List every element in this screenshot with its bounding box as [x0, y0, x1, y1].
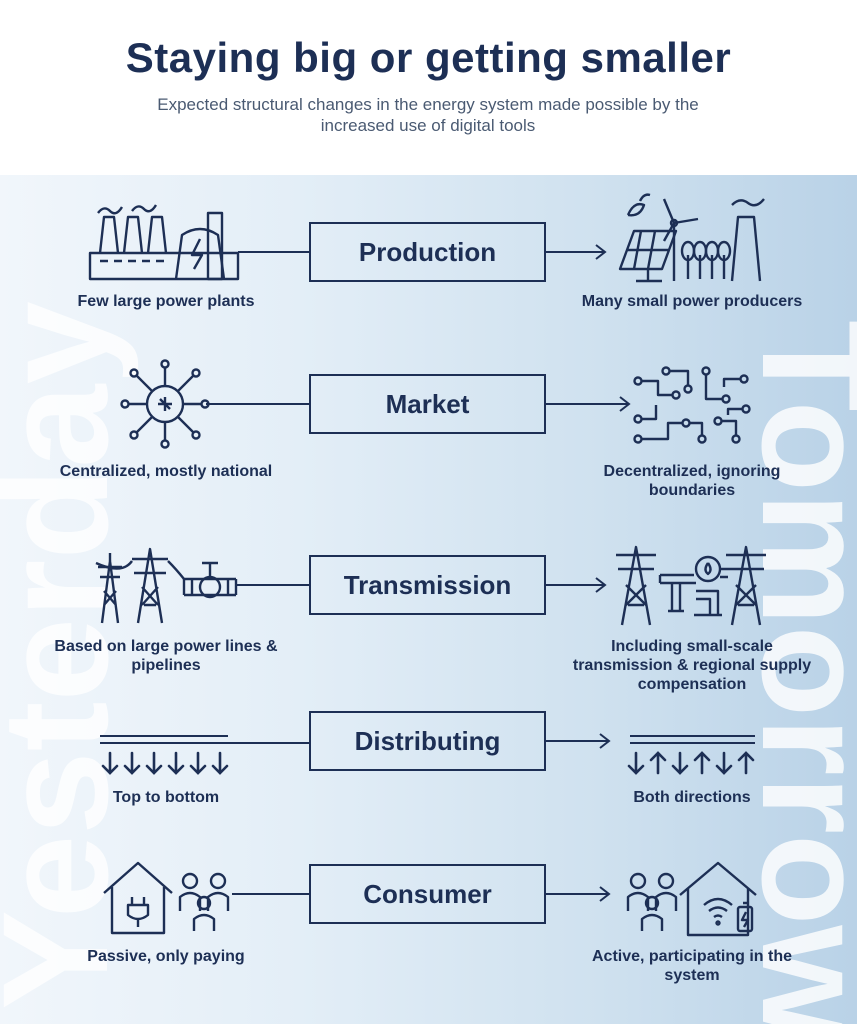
caption-yesterday-production: Few large power plants — [77, 293, 255, 310]
page-subtitle: Expected structural changes in the energ… — [157, 95, 699, 135]
family-smart-house-icon — [626, 861, 757, 937]
page-title: Staying big or getting smaller — [125, 34, 732, 81]
caption-tomorrow-transmission: Including small-scale transmission & reg… — [572, 638, 812, 693]
category-box-market: Market — [309, 374, 546, 434]
pylons-pipeline-icon — [95, 547, 238, 624]
power-plant-icon — [88, 204, 240, 281]
arrows-down-icon — [101, 751, 229, 775]
category-box-transmission: Transmission — [309, 555, 546, 615]
caption-yesterday-distributing: Top to bottom — [112, 789, 220, 806]
caption-tomorrow-market: Decentralized, ignoring boundaries — [603, 463, 781, 499]
category-box-production: Production — [309, 222, 546, 282]
caption-tomorrow-distributing: Both directions — [633, 789, 751, 806]
caption-tomorrow-production: Many small power producers — [581, 293, 803, 310]
pylons-gas-pipes-icon — [616, 545, 766, 626]
distributed-network-icon — [633, 366, 751, 444]
category-box-consumer: Consumer — [309, 864, 546, 924]
comparison-panel: Yesterday Tomorrow — [0, 175, 857, 1024]
caption-tomorrow-consumer: Active, participating in the system — [591, 948, 793, 984]
caption-yesterday-market: Centralized, mostly national — [59, 463, 273, 480]
hub-network-icon — [120, 359, 210, 449]
category-box-distributing: Distributing — [309, 711, 546, 771]
house-plug-family-icon — [103, 861, 230, 935]
caption-yesterday-transmission: Based on large power lines & pipelines — [54, 638, 278, 674]
caption-yesterday-consumer: Passive, only paying — [87, 948, 245, 965]
arrows-both-icon — [627, 751, 755, 775]
connector-lines — [100, 244, 755, 902]
renewables-icon — [618, 193, 765, 283]
